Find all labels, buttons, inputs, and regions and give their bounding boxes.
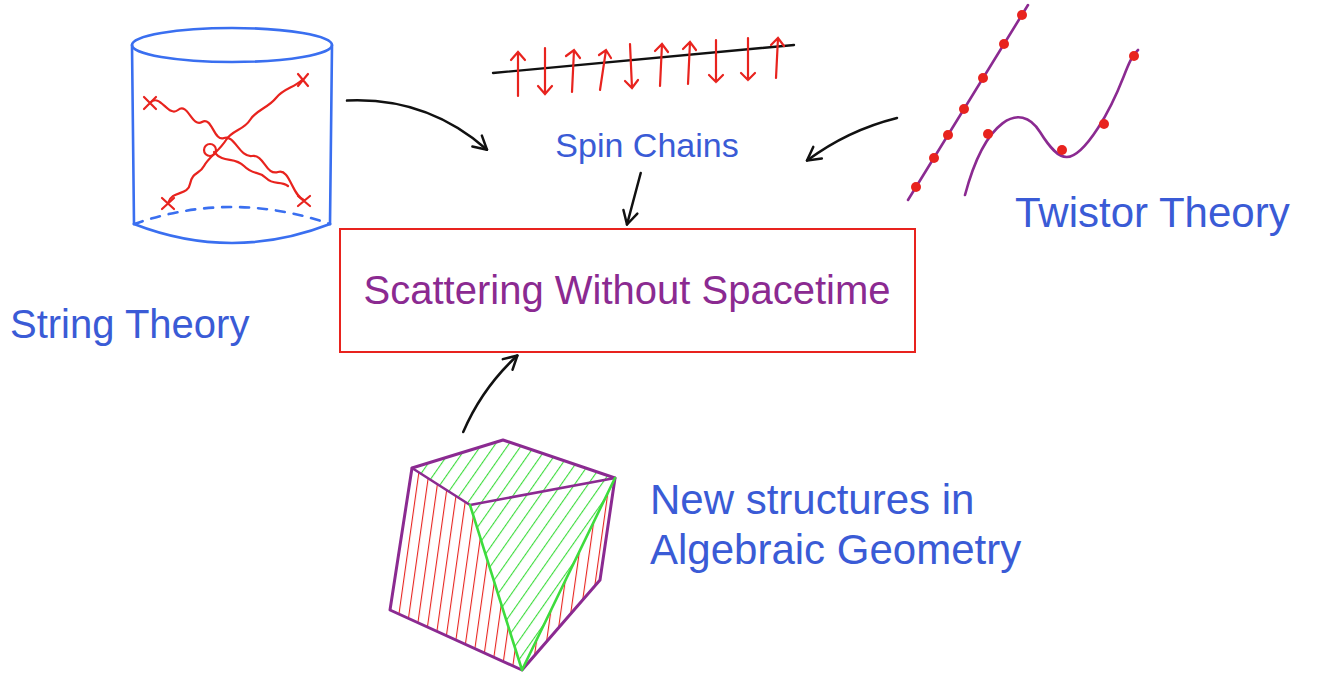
end-mark [162, 198, 174, 209]
spin-up [683, 42, 696, 84]
cylinder-bottom [134, 224, 330, 243]
spin-up [771, 38, 784, 78]
end-mark [144, 97, 156, 109]
spin-down [709, 40, 723, 82]
box-title: Scattering Without Spacetime [364, 266, 891, 314]
spin-arrows [511, 38, 784, 96]
connector-line [347, 100, 487, 149]
point [978, 73, 988, 83]
twistor-theory-figure: Twistor Theory [900, 0, 1340, 265]
point [943, 130, 953, 140]
spin-down [538, 48, 552, 94]
end-mark [298, 74, 308, 86]
arrowhead [503, 356, 518, 370]
cylinder-side [330, 45, 332, 224]
string-worldlines [144, 74, 310, 209]
cylinder-top [132, 28, 332, 62]
spin-up [655, 44, 668, 86]
arrow-connector [347, 100, 487, 149]
cylinder-side [132, 45, 134, 224]
middle-face [470, 478, 615, 670]
vertex-circle [204, 144, 216, 156]
figure-caption: Spin Chains [490, 125, 804, 166]
twistor-curve [965, 50, 1138, 195]
cylinder-back [134, 207, 330, 224]
point [911, 182, 921, 192]
point [929, 153, 939, 163]
point [1057, 145, 1067, 155]
wavy-line [168, 80, 302, 203]
spin-up [599, 50, 611, 90]
arrow-connector [623, 173, 640, 225]
spin-chain [493, 38, 794, 96]
arrowhead [623, 210, 637, 225]
string-cylinder [132, 28, 332, 243]
wavy-line [214, 152, 288, 186]
end-mark [298, 196, 310, 206]
main-box: Scattering Without Spacetime [339, 228, 916, 353]
point [999, 39, 1009, 49]
polytope-edge [470, 478, 615, 670]
string-theory-figure: String Theory [5, 25, 344, 385]
point [1017, 10, 1027, 20]
arrow-connector [807, 118, 897, 161]
spin-down [625, 44, 638, 88]
point [959, 104, 969, 114]
twistor-figure [908, 5, 1138, 200]
wavy-line [150, 100, 304, 200]
point [1129, 51, 1139, 61]
figure-caption: Twistor Theory [1015, 188, 1340, 238]
twistor-line [908, 5, 1028, 200]
twistor-points [911, 10, 1139, 192]
polytope-outline [390, 440, 615, 670]
algebraic-geometry-figure: New structures in Algebraic Geometry [385, 435, 1130, 673]
arrowhead [472, 136, 487, 150]
spin-chains-figure: Spin Chains [490, 35, 804, 170]
connector-line [463, 356, 517, 433]
arrowhead [807, 147, 822, 161]
spin-up [511, 52, 525, 96]
spin-down [741, 38, 755, 80]
figure-caption: String Theory [10, 300, 344, 348]
point [1099, 119, 1109, 129]
arrow-connector [463, 356, 517, 433]
point [983, 129, 993, 139]
connector-line [807, 118, 897, 161]
figure-caption: New structures in Algebraic Geometry [650, 475, 1120, 576]
polytope [390, 440, 615, 670]
polytope-edge [412, 468, 615, 505]
spin-up [566, 50, 580, 92]
